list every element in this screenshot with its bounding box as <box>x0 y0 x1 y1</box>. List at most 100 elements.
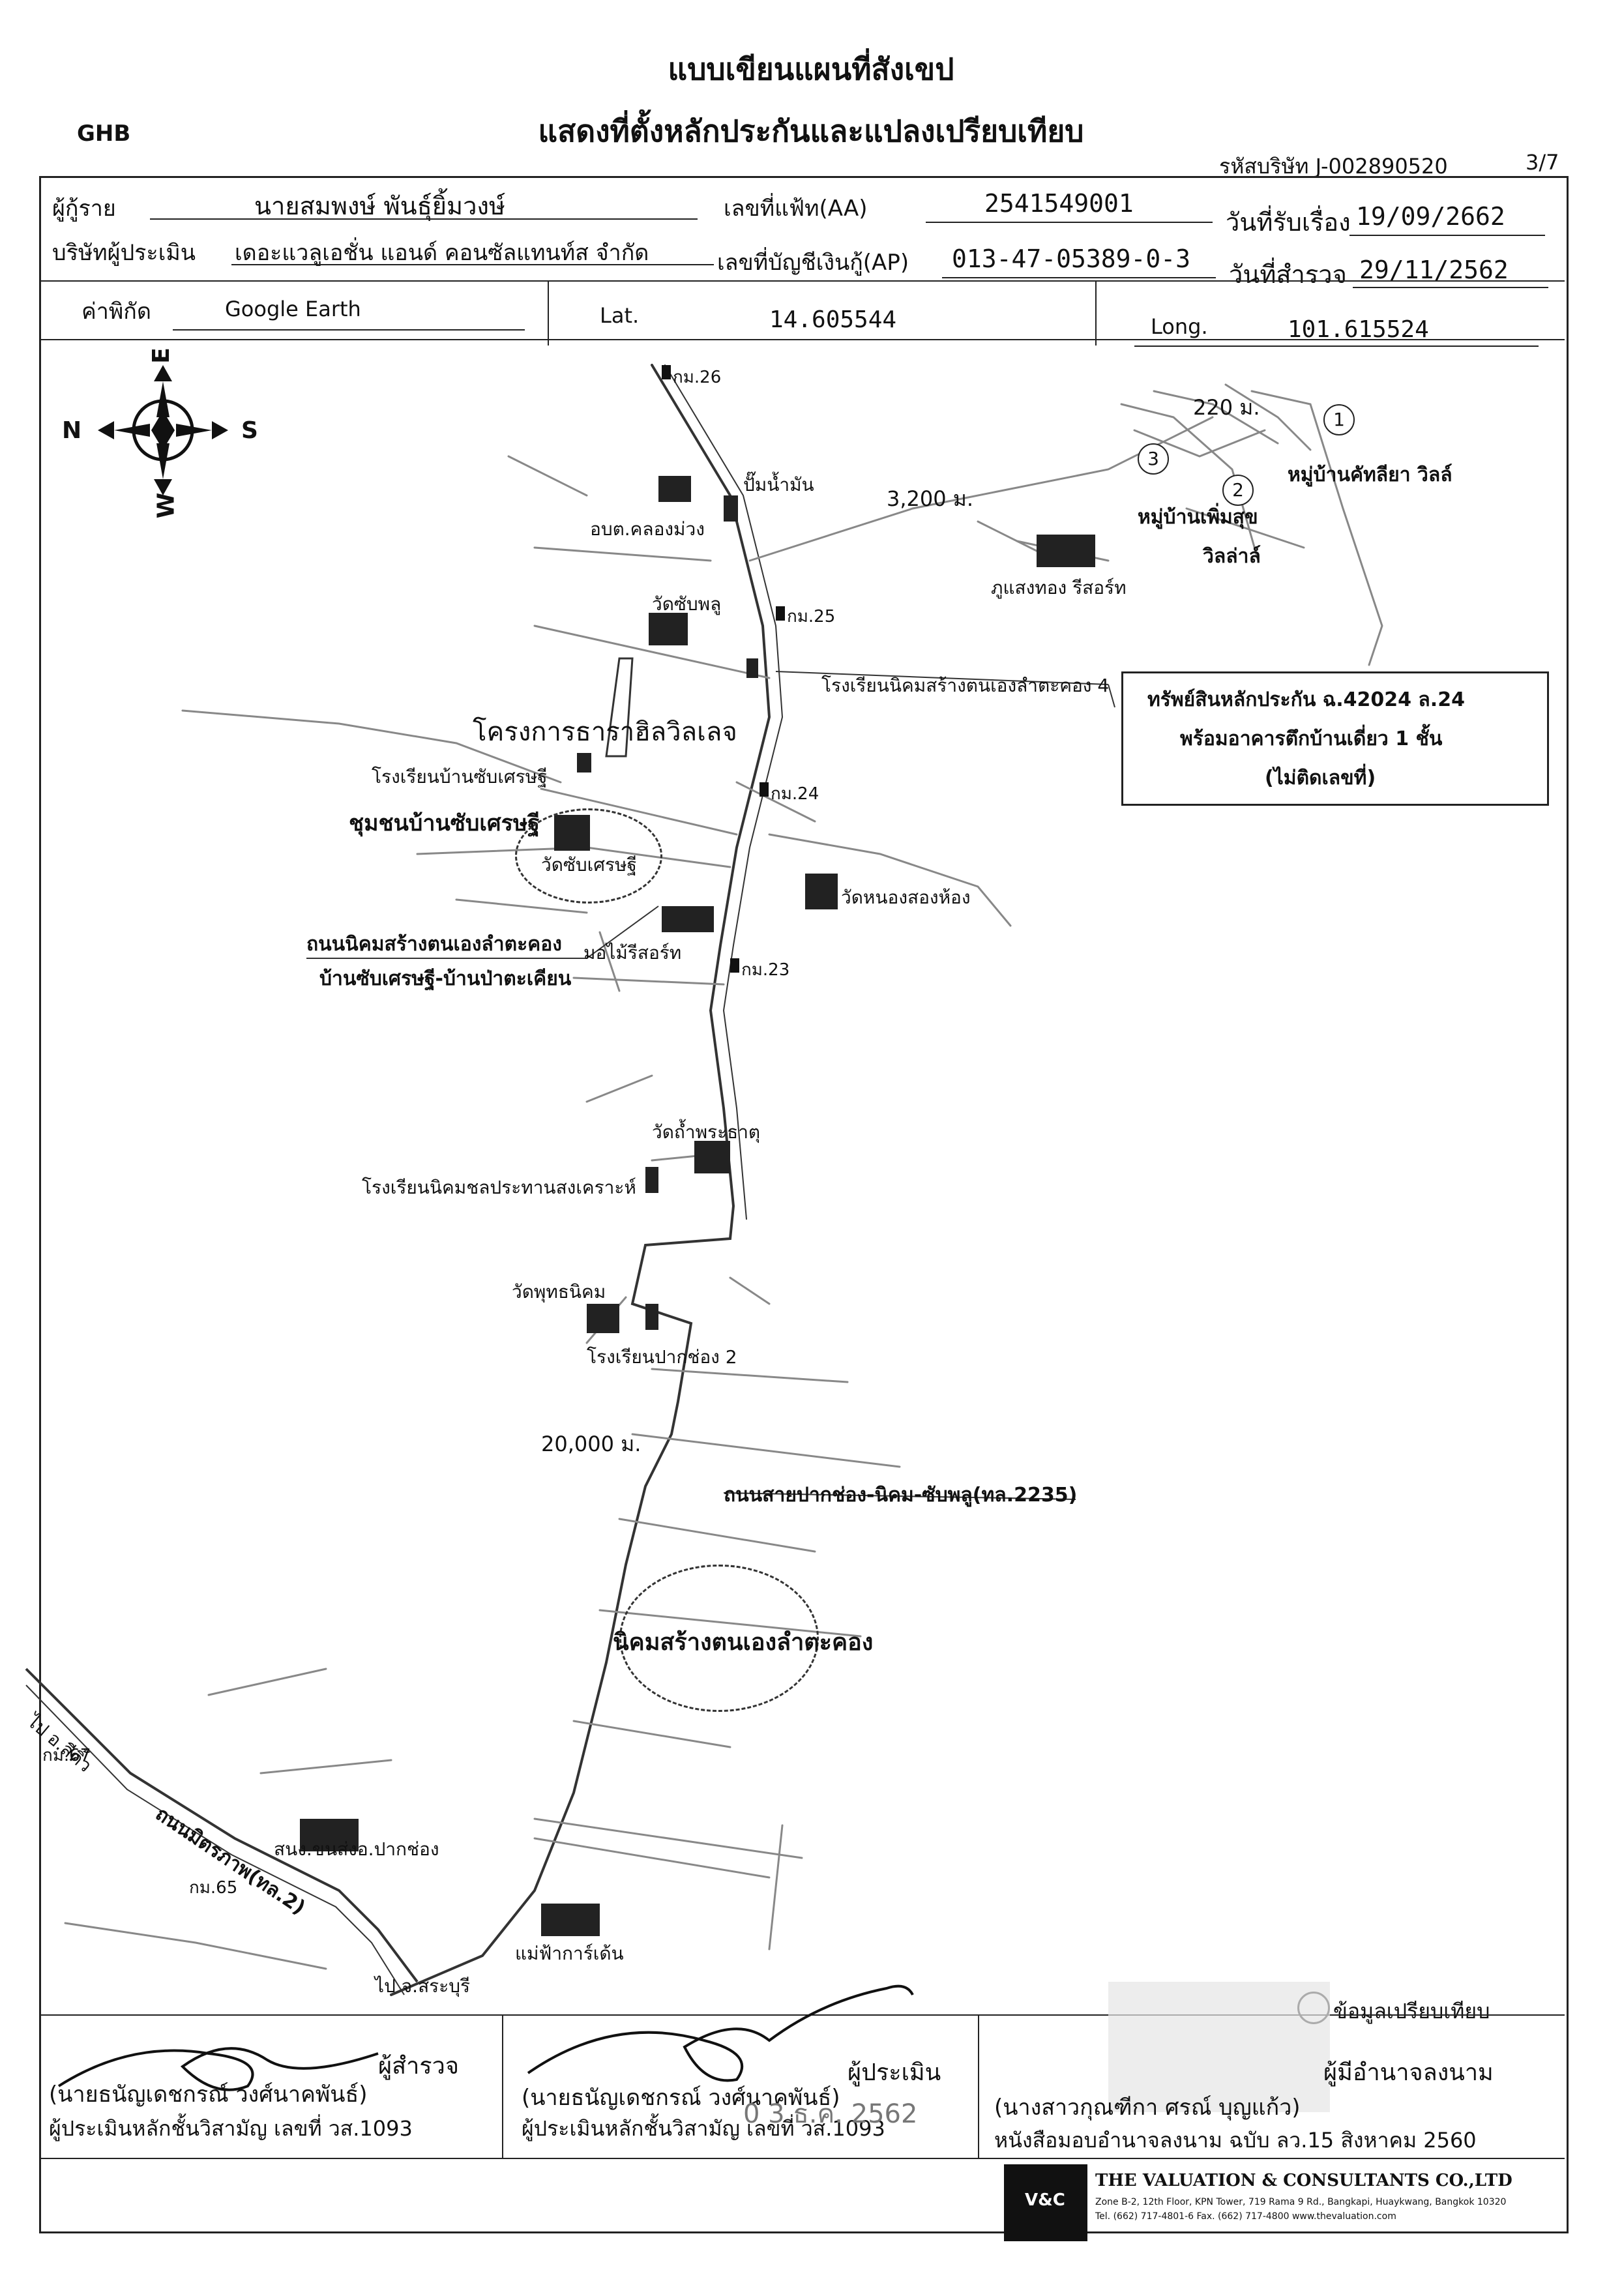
community-sap-settha: ชุมชนบ้านซับเศรษฐี <box>349 810 540 836</box>
appraiser-role: ผู้ประเมิน <box>848 2059 941 2086</box>
ghb-logo-text: GHB <box>77 121 131 147</box>
company-code: รหัสบริษัท J-002890520 <box>1219 154 1448 179</box>
authorized-stamp <box>1108 1982 1330 2112</box>
company-name: THE VALUATION & CONSULTANTS CO.,LTD <box>1095 2171 1512 2190</box>
transport-office: สนง.ขนส่งอ.ปากช่อง <box>274 1838 439 1860</box>
surveyor-cert: ผู้ประเมินหลักชั้นวิสามัญ เลขที่ วส.1093 <box>49 2116 413 2141</box>
distance-220: 220 ม. <box>1193 395 1260 420</box>
appraiser-name: (นายธนัญเดชกรณ์ วงศ์นาคพันธ์) <box>522 2085 840 2111</box>
borrower-value: นายสมพงษ์ พันธุ์ยิ้มวงษ์ <box>254 192 506 220</box>
footer-top-line <box>40 2014 1565 2016</box>
account-value: 013-47-05389-0-3 <box>952 244 1191 273</box>
footer-bottom-line <box>40 2158 1565 2159</box>
gas-station: ปั๊มน้ำมัน <box>743 474 814 495</box>
coord-label: ค่าพิกัด <box>81 299 151 325</box>
company-contact: Tel. (662) 717-4801-6 Fax. (662) 717-480… <box>1095 2211 1396 2222</box>
wat-sap-phlu: วัดซับพลู <box>652 593 722 615</box>
coord-row-bottom <box>40 339 1565 340</box>
nikom-label: นิคมสร้างตนเองลำตะคอง <box>613 1629 874 1656</box>
file-no-label: เลขที่แฟ้ท(AA) <box>724 196 868 222</box>
marker-1: 1 <box>1323 404 1355 435</box>
comparison-legend-label: ข้อมูลเปรียบเทียบ <box>1333 1999 1490 2024</box>
school-pakchong-2: โรงเรียนปากช่อง 2 <box>587 1346 737 1368</box>
village-phoemsuk-2: วิลล่าล์ <box>1203 545 1261 568</box>
page-number: 3/7 <box>1526 150 1559 175</box>
school-chonprathan: โรงเรียนนิคมชลประทานสงเคราะห์ <box>362 1177 636 1198</box>
village-phoemsuk-1: หมู่บ้านเพิ่มสุข <box>1138 506 1258 529</box>
compass-north: N <box>62 417 82 444</box>
account-label: เลขที่บัญชีเงินกู้(AP) <box>717 250 909 276</box>
compass-icon <box>98 365 228 495</box>
appraiser-cert: ผู้ประเมินหลักชั้นวิสามัญ เลขที่ วส.1093 <box>522 2116 885 2141</box>
date-stamp: 0 3 ธ.ค. 2562 <box>743 2099 918 2129</box>
page-title-line1: แบบเขียนแผนที่สังเขป <box>668 52 954 87</box>
coord-divider-1 <box>548 280 549 346</box>
coord-underline <box>173 329 525 331</box>
resort-phusaengthong: ภูแสงทอง รีสอร์ท <box>991 577 1127 598</box>
signature-surveyor <box>57 2047 379 2091</box>
appraiser-company-value: เดอะแวลูเอชั่น แอนด์ คอนซัลแทนท์ส จำกัด <box>235 240 649 266</box>
wat-phuttha-nikom: วัดพุทธนิคม <box>512 1281 606 1303</box>
footer-divider-2 <box>978 2014 979 2158</box>
marker-2: 2 <box>1222 475 1254 506</box>
received-underline <box>1349 235 1545 236</box>
account-underline <box>942 277 1216 278</box>
survey-underline <box>1353 287 1548 288</box>
surveyor-role: ผู้สำรวจ <box>378 2053 459 2080</box>
long-label: Long. <box>1151 314 1208 339</box>
long-value: 101.615524 <box>1288 316 1429 343</box>
km67-label: กม.67 <box>42 1746 91 1765</box>
coord-divider-2 <box>1095 280 1097 346</box>
appraiser-company-label: บริษัทผู้ประเมิน <box>52 240 196 266</box>
collateral-line3: (ไม่ติดเลขที่) <box>1265 767 1376 789</box>
survey-date-value: 29/11/2562 <box>1359 256 1509 284</box>
mae-fah-garden: แม่ฟ้าการ์เด้น <box>515 1943 624 1964</box>
km25-label: กม.25 <box>787 607 836 626</box>
marker-3: 3 <box>1138 443 1169 475</box>
to-saraburi: ไป จ.สระบุรี <box>375 1975 471 1997</box>
appraiser-underline <box>231 264 714 265</box>
sap-settha-radius <box>515 808 662 904</box>
surveyor-name: (นายธนัญเดชกรณ์ วงศ์นาคพันธ์) <box>49 2082 368 2108</box>
outer-frame <box>39 176 1569 2233</box>
borrower-label: ผู้กู้ราย <box>52 196 116 222</box>
school-sap-settha: โรงเรียนบ้านซับเศรษฐี <box>372 766 548 787</box>
footer-divider-1 <box>502 2014 503 2158</box>
school-nikom-4: โรงเรียนนิคมสร้างตนเองลำตะคอง 4 <box>821 675 1110 696</box>
authorized-role: ผู้มีอำนาจลงนาม <box>1323 2059 1494 2086</box>
wat-nong-song-hong: วัดหนองสองห้อง <box>841 887 971 908</box>
nikom-radius <box>619 1565 819 1712</box>
wat-tham-phrathat: วัดถ้ำพระธาตุ <box>652 1121 761 1143</box>
authorized-letter: หนังสือมอบอำนาจลงนาม ฉบับ ลว.15 สิงหาคม … <box>994 2128 1477 2153</box>
km23-label: กม.23 <box>741 960 790 980</box>
compass-east: E <box>147 347 175 364</box>
compass-south: S <box>241 417 258 444</box>
lat-label: Lat. <box>600 303 640 328</box>
company-address: Zone B-2, 12th Floor, KPN Tower, 719 Ram… <box>1095 2197 1507 2207</box>
received-date-value: 19/09/2662 <box>1356 202 1505 231</box>
company-logo-text: V&C <box>1025 2190 1065 2210</box>
received-date-label: วันที่รับเรื่อง <box>1226 208 1351 237</box>
collateral-line1: ทรัพย์สินหลักประกัน ฉ.42024 ล.24 <box>1147 688 1465 711</box>
file-no-value: 2541549001 <box>984 189 1134 218</box>
village-cattleya: หมู่บ้านคัทลียา วิลล์ <box>1288 464 1452 486</box>
km26-label: กม.26 <box>673 368 722 387</box>
project-thara-hill: โครงการธาราฮิลวิลเลจ <box>473 717 737 747</box>
file-no-underline <box>926 222 1213 223</box>
road-label-2: บ้านซับเศรษฐี-บ้านป่าตะเคียน <box>319 967 572 990</box>
survey-date-label: วันที่สำรวจ <box>1229 260 1347 289</box>
distance-3200: 3,200 ม. <box>887 486 974 511</box>
lat-value: 14.605544 <box>769 306 897 333</box>
coord-value: Google Earth <box>225 297 361 321</box>
signature-appraiser <box>527 1984 914 2082</box>
compass-west: W <box>153 492 180 519</box>
collateral-line2: พร้อมอาคารตึกบ้านเดี่ยว 1 ชั้น <box>1180 728 1443 750</box>
collateral-box <box>1121 671 1549 806</box>
resort-mo-mai: มอไม้รีสอร์ท <box>583 942 682 964</box>
long-underline <box>1134 346 1539 347</box>
highway-2235-label: ถนนสายปากช่อง-นิคม-ซับพลู(ทล.2235) <box>724 1484 1078 1507</box>
km24-label: กม.24 <box>771 784 819 804</box>
km65-label: กม.65 <box>189 1878 238 1898</box>
road-label-1: ถนนนิคมสร้างตนเองลำตะคอง <box>306 933 562 956</box>
